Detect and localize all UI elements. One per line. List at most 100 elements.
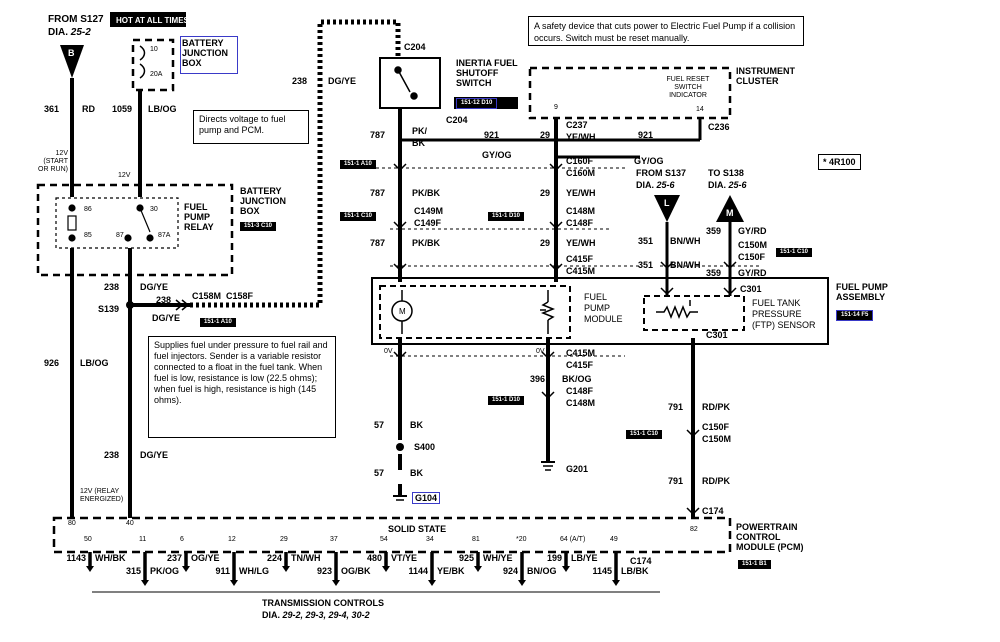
v12-start-line3: OR RUN) [38,166,68,173]
transmission-dia: DIA. 29-2, 29-3, 29-4, 30-2 [262,610,370,620]
c158-chevrons [175,299,190,311]
connector-m-label: M [726,208,734,218]
c149m-label: C149M [414,206,444,216]
relay-inner [55,197,179,249]
fuel-pump-module-label: FUEL PUMP MODULE [584,292,623,325]
wire-29-a-color: YE/WH [566,132,596,142]
ftp-resistor [656,300,698,320]
bjb-top-line2: JUNCTION [182,48,229,58]
ftp-sensor-label: FUEL TANK PRESSURE (FTP) SENSOR [752,298,816,331]
bottom-pin-wires [86,552,620,586]
connector-l-label: L [664,198,670,208]
fpa-title-line1: FUEL PUMP [836,282,888,292]
center-chevrons [393,163,563,272]
dia-s138-text: DIA. [708,180,726,190]
bottom-wire-arrow-10 [562,566,570,572]
transmission-dia-text: DIA. [262,610,280,620]
fpm-line3: MODULE [584,314,623,324]
bottom-wire-arrow-1 [141,580,149,586]
bottom-wire-num-8: 925 [458,553,474,563]
relay-box-title: BATTERY JUNCTION BOX [240,186,286,216]
wire-787-c-num: 787 [370,238,386,248]
bjb-top-title-frame [180,36,238,74]
pcm-pin-8: 81 [472,536,480,543]
inertia-tag: 151-12 D10 [456,98,498,109]
instrument-cluster-frame [528,66,732,120]
bottom-wire-color-7: YE/BK [437,566,465,576]
dia-s137: DIA. 25-6 [636,180,675,190]
wire-787-a-color2: BK [412,138,425,148]
bottom-wire-num-5: 923 [316,566,332,576]
dia-s138: DIA. 25-6 [708,180,747,190]
bottom-wire-num-6: 480 [366,553,382,563]
wire-57-a-color: BK [410,420,423,430]
right-gy-og-label: GY/OG [634,156,664,166]
pcm-pin-2: 6 [180,536,184,543]
inertia-title-line2: SHUTOFF [456,68,499,78]
bottom-wire-arrow-4 [282,566,290,572]
hot-at-all-times-box [110,12,186,27]
pcm-pin-11: 49 [610,536,618,543]
bottom-wire-color-10: LB/YE [571,553,598,563]
c174-lower-label: C174 [630,556,652,566]
dia-text: DIA. [48,27,68,38]
pcm-pin-40: 40 [126,520,134,527]
relay-pin-87a: 87A [158,232,171,239]
wire-57-b-num: 57 [374,468,385,478]
indicator-line1: FUEL RESET [666,76,710,83]
wire-238-a-color: DG/YE [140,282,169,292]
v12-relay-line1: 12V (RELAY [80,488,120,495]
relay-box-title-line2: JUNCTION [240,196,287,206]
wire-29-b-num: 29 [540,188,551,198]
fuel-pump-assembly-frame [371,277,829,345]
fuse-20a-label: 20A [150,71,163,78]
c415m-lower: C415M [566,348,596,358]
c158f-label: C158F [226,291,254,301]
pcm-pin-6: 54 [380,536,388,543]
wire-238-b-num: 238 [156,295,172,305]
wire-238-a-num: 238 [104,282,120,292]
tag-d10-lower: 151-1 D10 [488,396,525,405]
c160m-label: C160M [566,168,596,178]
bottom-wire-color-9: BN/OG [527,566,557,576]
bottom-wire-arrow-2 [182,566,190,572]
dia-label: DIA. 25-2 [48,27,91,38]
wire-921-a-num: 921 [484,130,500,140]
fuel-sender-resistor [540,290,556,334]
pcm-frame [52,516,732,554]
ic-title-line2: CLUSTER [736,76,779,86]
wire-791-b-color: RD/PK [702,476,731,486]
from-s137-label: FROM S137 [636,168,687,178]
wire-57-b-color: BK [410,468,423,478]
c236-label: C236 [708,122,730,132]
c174-upper-label: C174 [702,506,724,516]
wire-926-num: 926 [44,358,60,368]
ftp-sensor-frame [643,295,745,331]
callout-safety-device: A safety device that cuts power to Elect… [528,16,804,46]
callout-directs-voltage: Directs voltage to fuel pump and PCM. [193,110,309,144]
ic-title-line1: INSTRUMENT [736,66,795,76]
ground-g104 [393,495,407,501]
wire-238-loop [190,19,401,308]
fpa-title-line2: ASSEMBLY [836,292,886,302]
connector-dash-lines [340,167,760,357]
v12-start-label: 12V (START OR RUN) [34,150,68,174]
bottom-wire-num-0: 1143 [66,553,86,563]
dia-s137-text: DIA. [636,180,654,190]
pcm-pin-1: 11 [139,536,147,543]
wire-791-a-color: RD/PK [702,402,731,412]
bottom-wire-color-5: OG/BK [341,566,371,576]
hot-at-all-times-label: HOT AT ALL TIMES [116,16,189,25]
bottom-wire-num-4: 224 [266,553,282,563]
motor-m-label: M [399,307,406,316]
fpm-line2: PUMP [584,303,611,313]
splice-s400-dot [396,443,404,451]
ground-g104-label: G104 [412,492,441,504]
indicator-line3: INDICATOR [669,92,707,99]
bottom-wire-color-4: TN/WH [291,553,321,563]
relay-pin-87: 87 [116,232,124,239]
relay-box-frame [36,183,234,277]
splice-s139-label: S139 [98,304,120,314]
pcm-title-line2: CONTROL [736,532,781,542]
